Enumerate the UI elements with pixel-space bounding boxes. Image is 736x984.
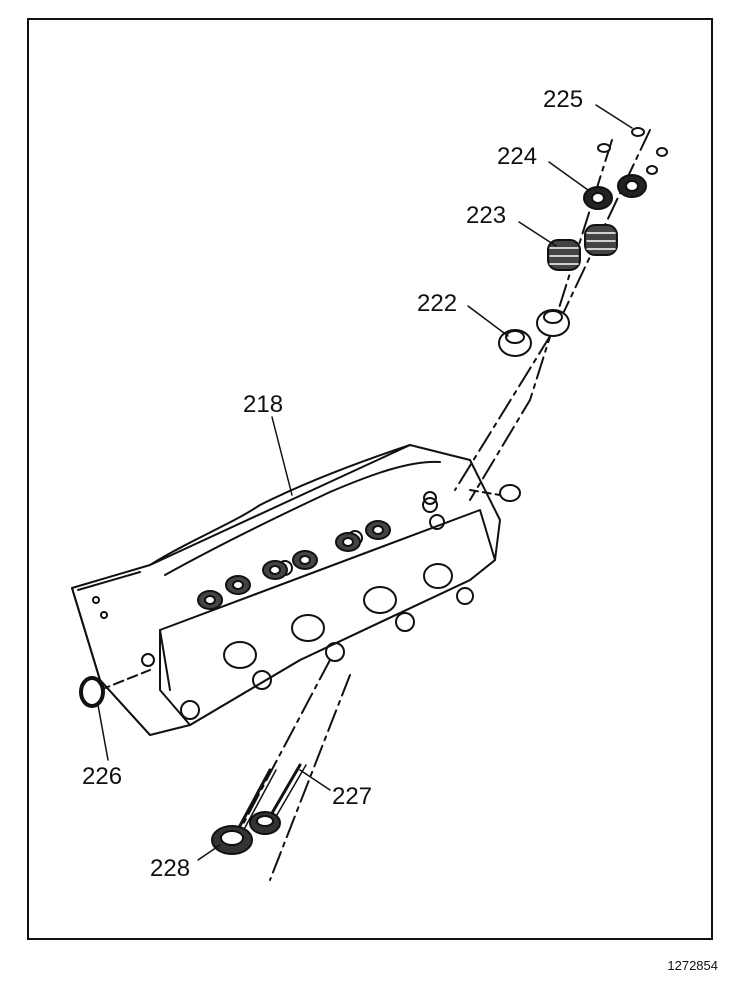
valve-spring-caps: [583, 174, 647, 210]
callout-218: 218: [243, 391, 284, 418]
installed-valve-springs: [197, 520, 391, 610]
callout-222: 222: [417, 290, 458, 317]
callout-228: 228: [150, 855, 191, 882]
callout-225: 225: [543, 86, 584, 113]
valves: [211, 763, 307, 855]
valve-keys: [597, 127, 668, 175]
valve-stem-seals: [498, 309, 570, 357]
cylinder-head: [71, 444, 501, 736]
callout-227: 227: [332, 783, 373, 810]
diagram-frame: [27, 18, 713, 940]
valve-springs: [547, 224, 618, 271]
seal-rings: [79, 484, 521, 708]
callout-leaders: [97, 104, 633, 861]
callout-223: 223: [466, 202, 507, 229]
figure-number: 1272854: [667, 958, 718, 973]
callout-226: 226: [82, 763, 123, 790]
callout-224: 224: [497, 143, 538, 170]
